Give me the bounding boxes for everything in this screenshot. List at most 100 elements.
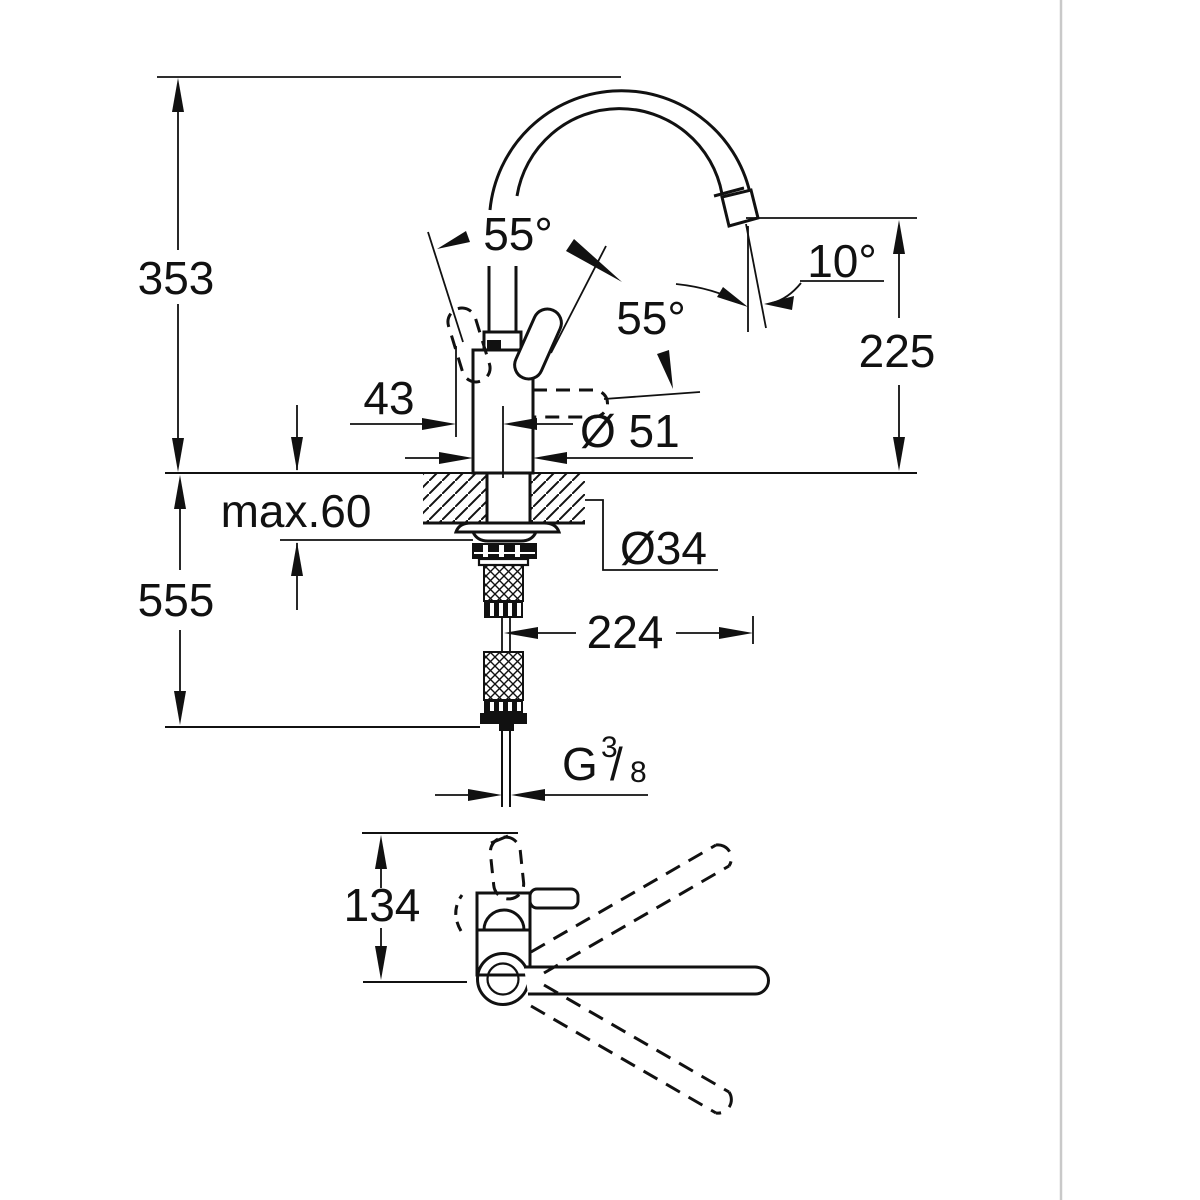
dim-55deg-travel-label: 55° [616,292,686,344]
hose-connector-nut [480,713,527,724]
braided-hose-lower [483,651,524,701]
arrow-up-icon [174,475,186,509]
nut-slot [499,545,504,557]
plan-lever-blade [528,887,580,910]
below-counter-assembly [453,521,562,807]
plan-spout-dashed-down [530,983,733,1115]
dim-angle-10: 10° [745,223,884,332]
arrow-down-icon [172,438,184,472]
dim-10deg-label: 10° [807,235,877,287]
plan-spout-dashed-edge [543,864,730,975]
arrow-left-icon [503,418,537,430]
arrow-up-icon [375,835,387,869]
plan-spout-solid [524,965,770,996]
dim-43-d51: 43 Ø 51 [350,346,693,464]
side-view-spout [482,89,760,352]
counter-hatch-right [530,474,585,522]
crimp-slot [490,603,494,616]
lever-solid-position [513,307,563,381]
dim-224: 224 [504,606,754,658]
dim-134-label: 134 [344,879,421,931]
dim-224-label: 224 [587,606,664,658]
arrow-right-icon [468,789,502,801]
spout-joint-line [713,186,745,198]
plan-spout-dashed-cap [715,1091,733,1115]
counter-hatch-left [423,474,487,522]
plan-spout-dashed-edge [530,843,717,954]
arrow-right-icon [717,287,748,307]
dim-555: 555 [138,475,480,728]
dim-d51-label: Ø 51 [580,405,680,457]
crimp-slot [490,702,494,711]
arrow-left-icon [437,231,470,249]
arrow-up-icon [172,78,184,112]
lever-dashed-horizontal-position [533,388,609,419]
plan-spout-dashed-edge [543,983,730,1094]
thread-label-denominator: 8 [630,756,647,789]
dim-555-label: 555 [138,574,215,626]
arrow-down-icon [893,437,905,471]
arrow-up-icon [893,220,905,254]
dim-353: 353 [138,76,621,472]
plan-cartridge-dome [482,908,526,931]
nut-slot [483,545,488,557]
hose-connector-tail [499,724,514,731]
crimp-slot [508,603,512,616]
dim-353-label: 353 [138,252,215,304]
washer-cone [470,530,539,543]
plan-swivel-base-inner [486,962,520,996]
dim-d34-label: Ø34 [620,522,707,574]
crimp-slot [499,702,503,711]
plan-lever-side-dashed-arc [454,894,464,932]
dim-225: 225 [746,217,936,471]
dim-43-label: 43 [363,372,414,424]
arrow-left-icon [764,296,794,310]
dim-225-label: 225 [859,325,936,377]
arrow-right-icon [439,452,473,464]
arrow-down-icon [291,437,303,471]
dim-max60: max.60 [221,405,473,610]
dim-max60-label: max.60 [221,485,372,537]
lever-pivot [487,340,501,350]
nut-slot [515,545,520,557]
lever-horizontal-leader [603,391,701,400]
nut-groove [474,552,535,554]
arrow-left-icon [511,789,545,801]
outlet-axis-line [745,223,767,329]
arrow-right-icon [566,239,622,282]
arrow-right-icon [422,418,456,430]
plan-spout-dashed-edge [530,1004,717,1115]
crimp-slot [517,702,521,711]
arrow-left-icon [533,452,567,464]
arrow-down-icon [375,946,387,980]
angle-leg-left [427,231,464,343]
spout-outer-arc [488,89,752,211]
plan-view: 134 [344,832,770,1115]
crimp-slot [517,603,521,616]
dim-angle-55-right: 55° [603,283,748,400]
aerator-outlet [720,188,760,228]
mounting-nut [472,543,537,559]
plan-lever-tip-line [490,834,509,845]
thread-label-numerator: 3 [601,731,618,764]
dim-55deg-opening-label: 55° [483,208,553,260]
washer-flange [453,521,562,534]
dim-angle-55-top: 55° [427,208,622,354]
braided-hose-upper [483,564,524,602]
dim-d34: Ø34 [585,499,718,574]
thread-label-slash: / [610,738,623,790]
thread-label-g: G [562,738,598,790]
crimp-slot [499,603,503,616]
arrow-down-icon [657,350,673,389]
plan-lever-raised-dashed [488,835,526,901]
arrow-up-icon [291,542,303,576]
crimp-slot [508,702,512,711]
arrow-down-icon [174,691,186,725]
plan-spout-dashed-up [530,843,733,975]
spout-inner-arc [515,107,724,197]
dim-thread-g38: G 3 / 8 [435,731,648,801]
dim-d34-leader [585,499,718,571]
arrow-left-icon [504,627,538,639]
